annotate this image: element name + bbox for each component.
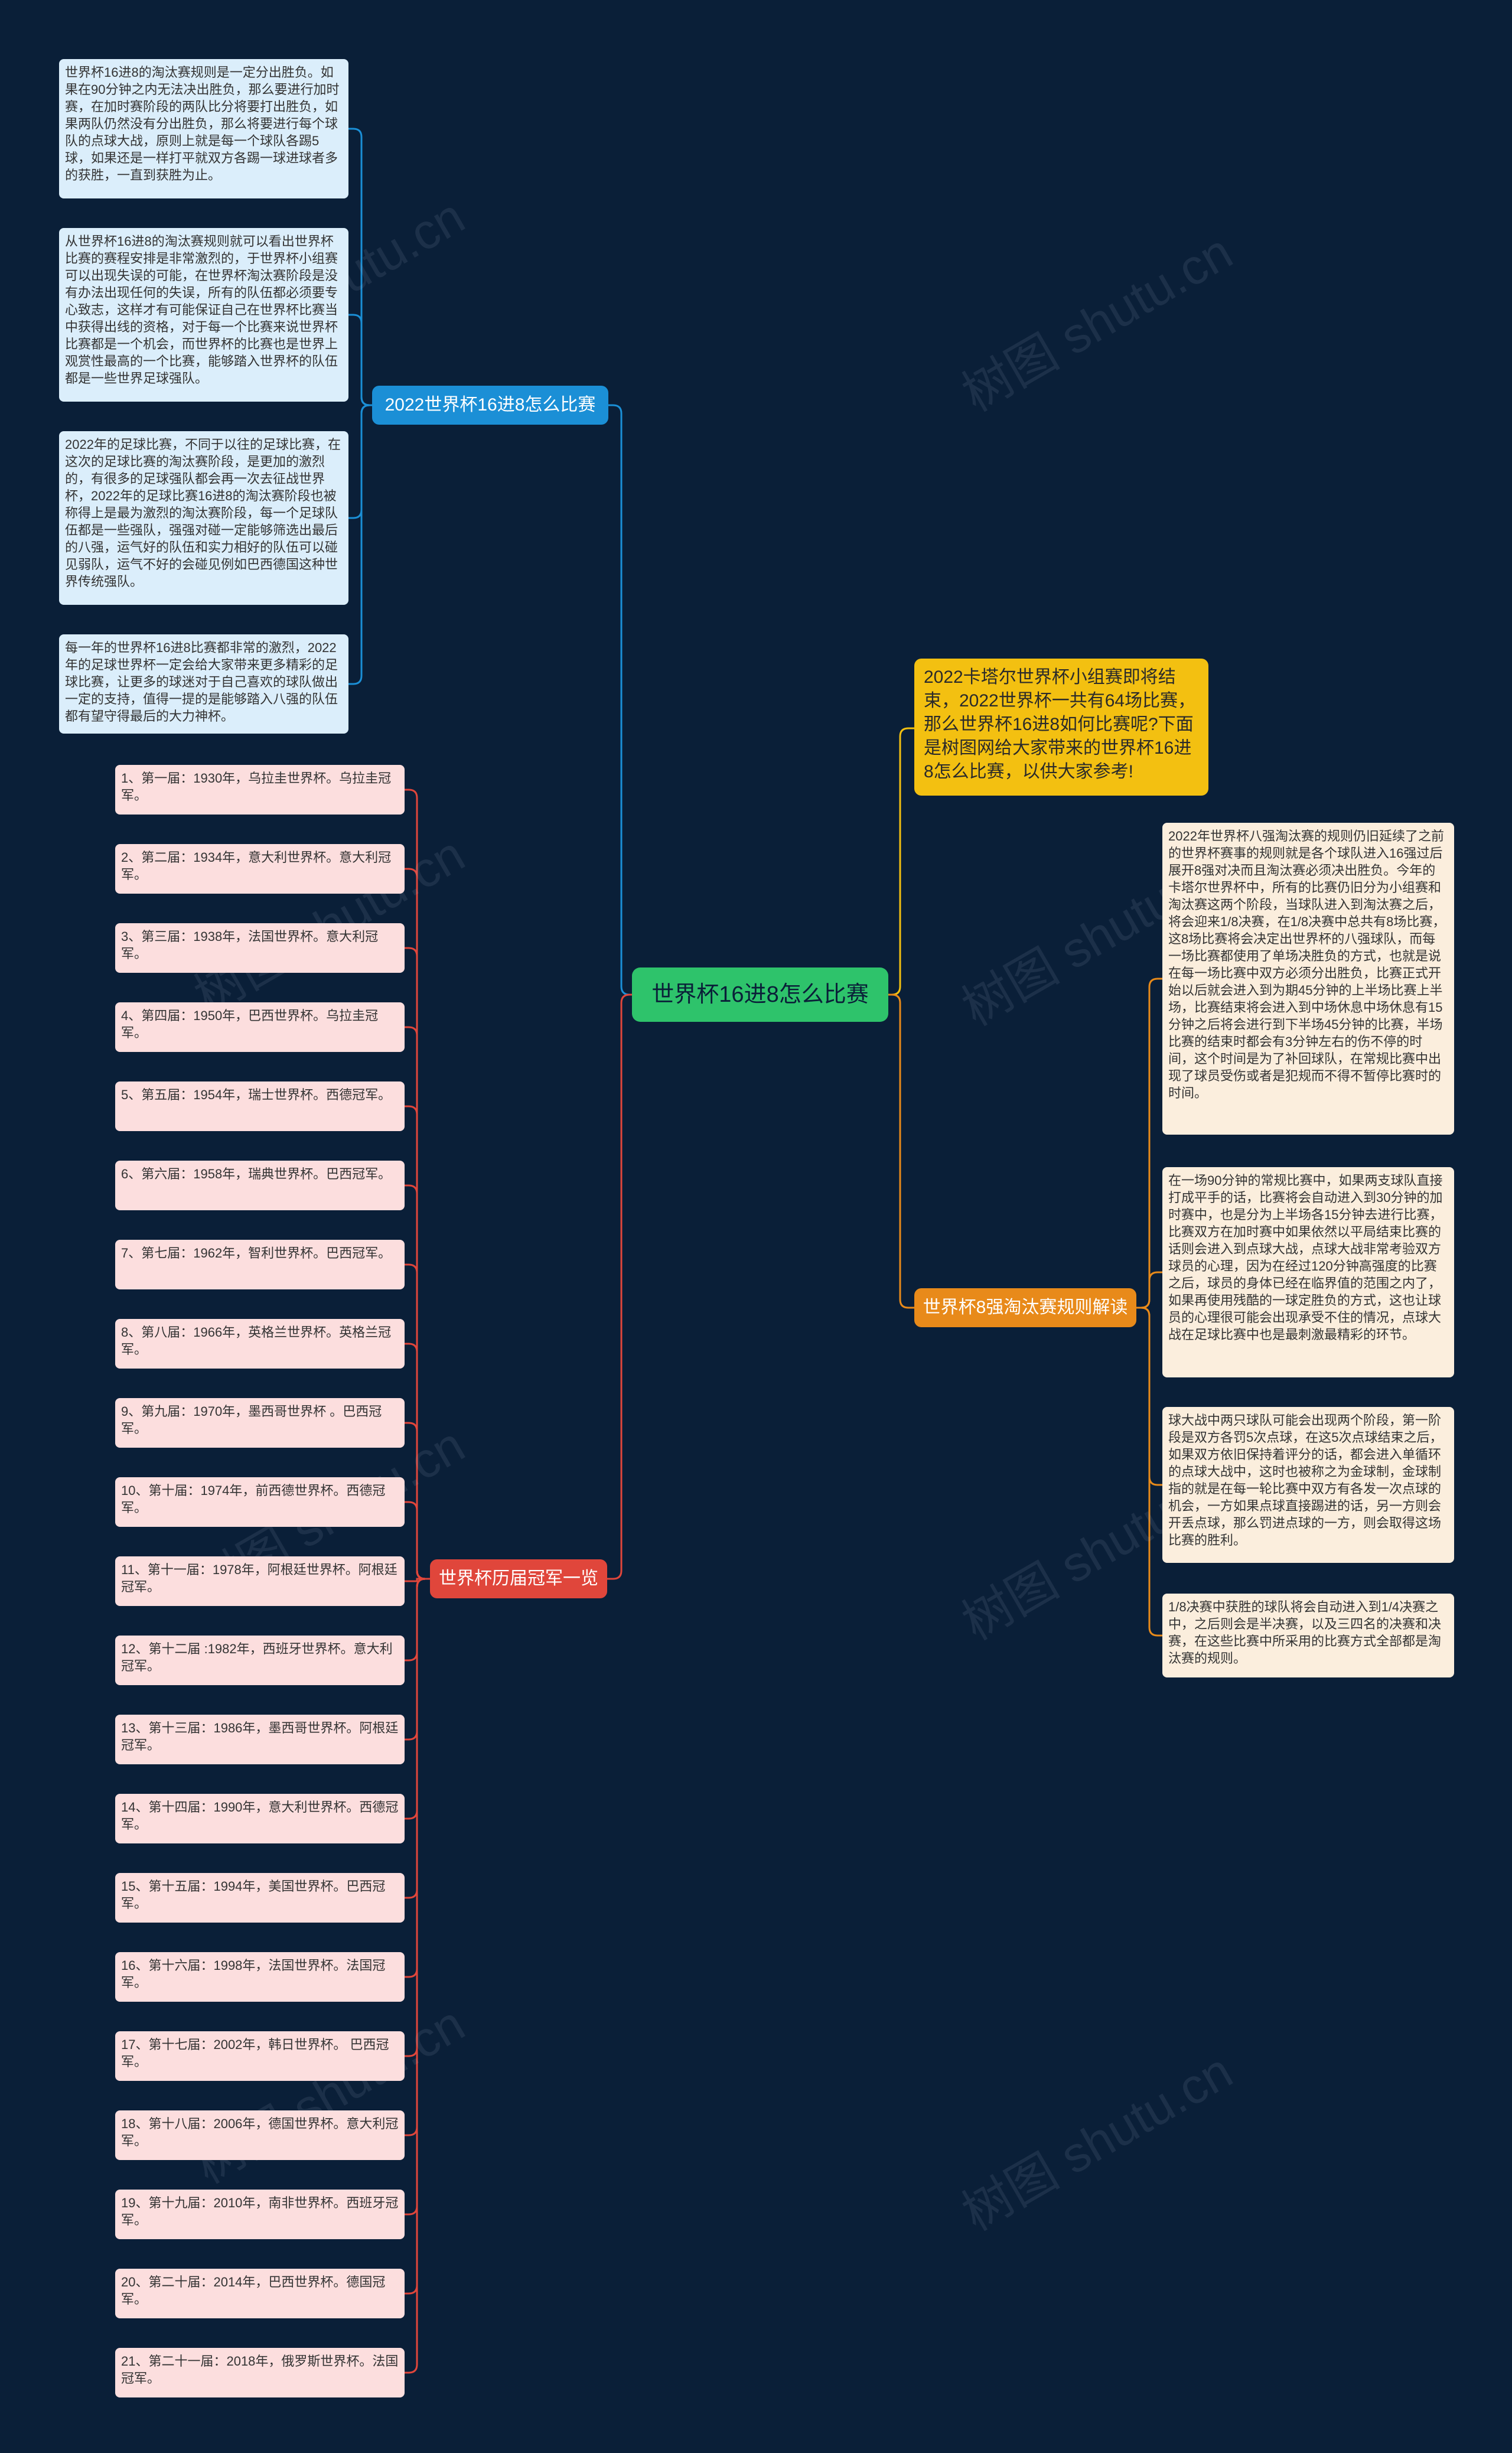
edge-how-leaf: [348, 314, 372, 406]
edge-root-intro: [888, 727, 914, 996]
champion-leaf[interactable]: 8、第八届：1966年，英格兰世界杯。英格兰冠军。: [115, 1319, 405, 1369]
edge-how-leaf: [348, 404, 372, 685]
champion-leaf[interactable]: 2、第二届：1934年，意大利世界杯。意大利冠军。: [115, 844, 405, 894]
champion-leaf[interactable]: 16、第十六届：1998年，法国世界杯。法国冠军。: [115, 1952, 405, 2002]
champion-leaf[interactable]: 7、第七届：1962年，智利世界杯。巴西冠军。: [115, 1240, 405, 1289]
champion-leaf[interactable]: 5、第五届：1954年，瑞士世界杯。西德冠军。: [115, 1081, 405, 1131]
champion-leaf[interactable]: 19、第十九届：2010年，南非世界杯。西班牙冠军。: [115, 2190, 405, 2239]
how-leaf[interactable]: 每一年的世界杯16进8比赛都非常的激烈，2022年的足球世界杯一定会给大家带来更…: [59, 634, 348, 734]
edge-root-champions: [607, 993, 632, 1580]
champion-leaf[interactable]: 11、第十一届：1978年，阿根廷世界杯。阿根廷冠军。: [115, 1556, 405, 1606]
rules-leaf[interactable]: 1/8决赛中获胜的球队将会自动进入到1/4决赛之中，之后则会是半决赛，以及三四名…: [1162, 1594, 1454, 1677]
edge-rules-leaf: [1136, 1307, 1162, 1637]
intro-note[interactable]: 2022卡塔尔世界杯小组赛即将结束，2022世界杯一共有64场比赛，那么世界杯1…: [914, 659, 1208, 796]
champion-leaf[interactable]: 18、第十八届：2006年，德国世界杯。意大利冠军。: [115, 2110, 405, 2160]
rules-leaf[interactable]: 2022年世界杯八强淘汰赛的规则仍旧延续了之前的世界杯赛事的规则就是各个球队进入…: [1162, 823, 1454, 1135]
champion-leaf[interactable]: 13、第十三届：1986年，墨西哥世界杯。阿根廷冠军。: [115, 1715, 405, 1764]
how-leaf[interactable]: 从世界杯16进8的淘汰赛规则就可以看出世界杯比赛的赛程安排是非常激烈的，于世界杯…: [59, 228, 348, 402]
champion-leaf[interactable]: 4、第四届：1950年，巴西世界杯。乌拉圭冠军。: [115, 1002, 405, 1052]
how-leaf[interactable]: 2022年的足球比赛，不同于以往的足球比赛，在这次的足球比赛的淘汰赛阶段，是更加…: [59, 431, 348, 605]
champion-leaf[interactable]: 15、第十五届：1994年，美国世界杯。巴西冠军。: [115, 1873, 405, 1923]
champion-leaf[interactable]: 20、第二十届：2014年，巴西世界杯。德国冠军。: [115, 2269, 405, 2318]
edge-root-how: [608, 404, 632, 996]
edge-champions-leaf: [405, 1501, 430, 1580]
branch-champions-list[interactable]: 世界杯历届冠军一览: [430, 1559, 607, 1598]
rules-leaf[interactable]: 在一场90分钟的常规比赛中，如果两支球队直接打成平手的话，比赛将会自动进入到30…: [1162, 1167, 1454, 1377]
branch-quarterfinal-rules[interactable]: 世界杯8强淘汰赛规则解读: [914, 1288, 1136, 1327]
champion-leaf[interactable]: 17、第十七届：2002年，韩日世界杯。 巴西冠军。: [115, 2031, 405, 2081]
how-leaf[interactable]: 世界杯16进8的淘汰赛规则是一定分出胜负。如果在90分钟之内无法决出胜负，那么要…: [59, 59, 348, 198]
edge-how-leaf: [348, 404, 372, 519]
champion-leaf[interactable]: 10、第十届：1974年，前西德世界杯。西德冠军。: [115, 1477, 405, 1527]
branch-how-to-play[interactable]: 2022世界杯16进8怎么比赛: [372, 386, 608, 425]
root-topic[interactable]: 世界杯16进8怎么比赛: [632, 967, 888, 1022]
champion-leaf[interactable]: 6、第六届：1958年，瑞典世界杯。巴西冠军。: [115, 1161, 405, 1210]
champion-leaf[interactable]: 21、第二十一届：2018年，俄罗斯世界杯。法国冠军。: [115, 2348, 405, 2397]
edge-how-leaf: [348, 128, 372, 406]
edge-root-rules: [888, 993, 914, 1309]
edge-rules-leaf: [1136, 978, 1162, 1309]
edge-champions-leaf: [405, 1578, 430, 2374]
champion-leaf[interactable]: 1、第一届：1930年，乌拉圭世界杯。乌拉圭冠军。: [115, 765, 405, 815]
champion-leaf[interactable]: 14、第十四届：1990年，意大利世界杯。西德冠军。: [115, 1794, 405, 1843]
champion-leaf[interactable]: 3、第三届：1938年，法国世界杯。意大利冠军。: [115, 923, 405, 973]
champion-leaf[interactable]: 12、第十二届 :1982年，西班牙世界杯。意大利冠军。: [115, 1636, 405, 1685]
rules-leaf[interactable]: 球大战中两只球队可能会出现两个阶段，第一阶段是双方各罚5次点球，在这5次点球结束…: [1162, 1407, 1454, 1563]
edge-rules-leaf: [1136, 1271, 1162, 1309]
champion-leaf[interactable]: 9、第九届：1970年，墨西哥世界杯 。巴西冠军。: [115, 1398, 405, 1448]
